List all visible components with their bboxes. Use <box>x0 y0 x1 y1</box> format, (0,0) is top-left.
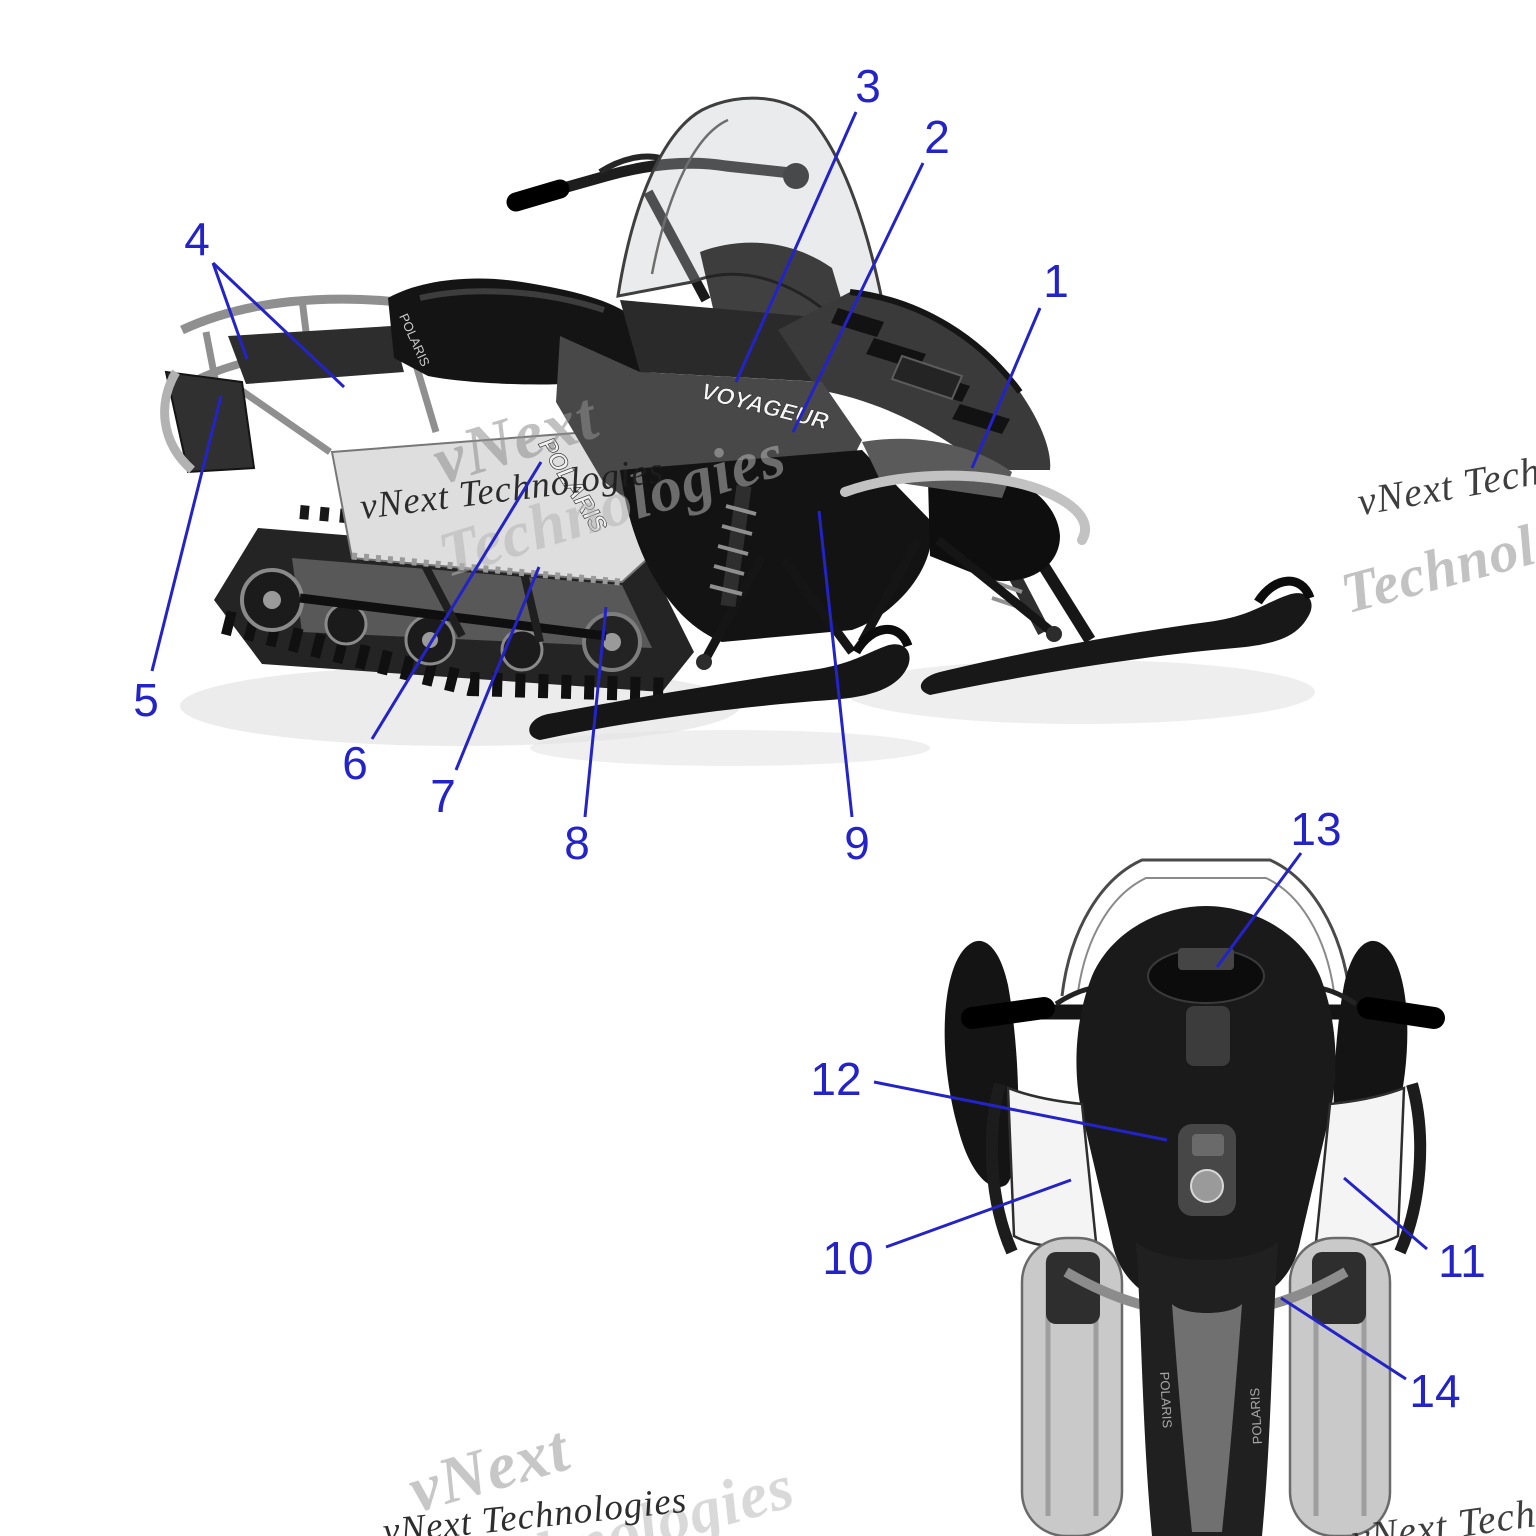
tv-left-handguard <box>944 940 1019 1188</box>
callout-9: 9 <box>844 817 870 869</box>
left-grip <box>506 179 570 212</box>
right-ski-spindle <box>1034 556 1096 644</box>
callout-13: 13 <box>1290 803 1342 855</box>
callout-2: 2 <box>924 111 950 163</box>
tv-console-strip <box>1186 1006 1230 1066</box>
right-ski <box>920 593 1312 695</box>
windshield <box>616 96 884 333</box>
rack-cargo <box>228 326 404 384</box>
left-ski <box>529 644 910 740</box>
left-ski-handle <box>852 625 913 655</box>
brake-lever <box>598 153 661 175</box>
front-bumper <box>840 470 1091 545</box>
tv-hood <box>1076 906 1336 1310</box>
callout-8: 8 <box>564 817 590 869</box>
ground-shadow-ski <box>530 730 930 766</box>
callout-1: 1 <box>1043 255 1069 307</box>
right-ski-handle <box>1254 576 1315 605</box>
callout-6: 6 <box>342 737 368 789</box>
callout-3: 3 <box>855 60 881 112</box>
tv-windshield-outer <box>1060 858 1352 997</box>
callout-11: 11 <box>1438 1235 1486 1287</box>
tv-fuel-vent <box>1192 1134 1224 1156</box>
callout-5: 5 <box>133 674 159 726</box>
callout-4: 4 <box>184 213 210 265</box>
callout-10: 10 <box>822 1232 874 1284</box>
callout-12: 12 <box>810 1053 862 1105</box>
tv-gauge-screen <box>1178 948 1234 970</box>
steering-column <box>643 189 711 303</box>
center-shock <box>720 485 752 607</box>
decal-tank-right: POLARIS <box>1247 1387 1265 1444</box>
ball-joint <box>696 654 712 670</box>
snowmobile-top-view: POLARIS POLARIS <box>944 858 1445 1536</box>
tv-right-panel <box>1314 1086 1406 1249</box>
tv-left-panel <box>1006 1086 1098 1249</box>
ball-joint <box>1046 626 1062 642</box>
decal-tank-left: POLARIS <box>1157 1371 1175 1428</box>
ground-shadow-front <box>845 660 1315 724</box>
tv-left-grip <box>961 997 1055 1029</box>
track-wheel-hub <box>263 591 281 609</box>
shock-spring-coils <box>709 504 757 596</box>
track-wheel-hub <box>422 632 438 648</box>
tv-center-stripe <box>1172 1304 1242 1532</box>
callout-14: 14 <box>1409 1365 1461 1417</box>
drive-sprocket-hub <box>603 633 621 651</box>
tv-right-grip <box>1357 997 1445 1029</box>
callout-7: 7 <box>430 770 456 822</box>
belly-pan <box>620 450 932 642</box>
track-wheel <box>324 602 368 646</box>
tv-left-spindle <box>1046 1252 1100 1324</box>
tv-fuel-cap <box>1190 1169 1224 1203</box>
tv-windshield-inner <box>1077 877 1335 993</box>
